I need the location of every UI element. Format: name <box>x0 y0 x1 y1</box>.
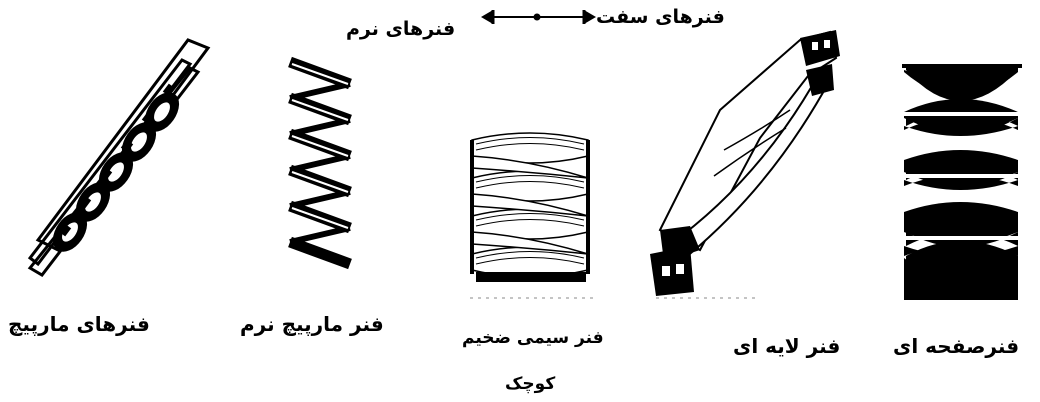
spring-pack-label: فنرهای مارپیچ <box>8 312 150 336</box>
soft-springs-label: فنرهای نرم <box>346 18 456 40</box>
soft-coil-spring-label: فنر مارپیچ نرم <box>240 312 384 336</box>
disc-spring-label: فنرصفحه ای <box>893 334 1020 358</box>
thick-wire-spring-label-line1: فنر سیمی ضخیم <box>462 328 604 348</box>
leaf-spring-label: فنر لایه ای <box>733 334 841 358</box>
stiff-springs-label: فنرهای سفت <box>596 6 725 28</box>
thick-wire-spring-label-line2: کوچک <box>505 374 556 394</box>
